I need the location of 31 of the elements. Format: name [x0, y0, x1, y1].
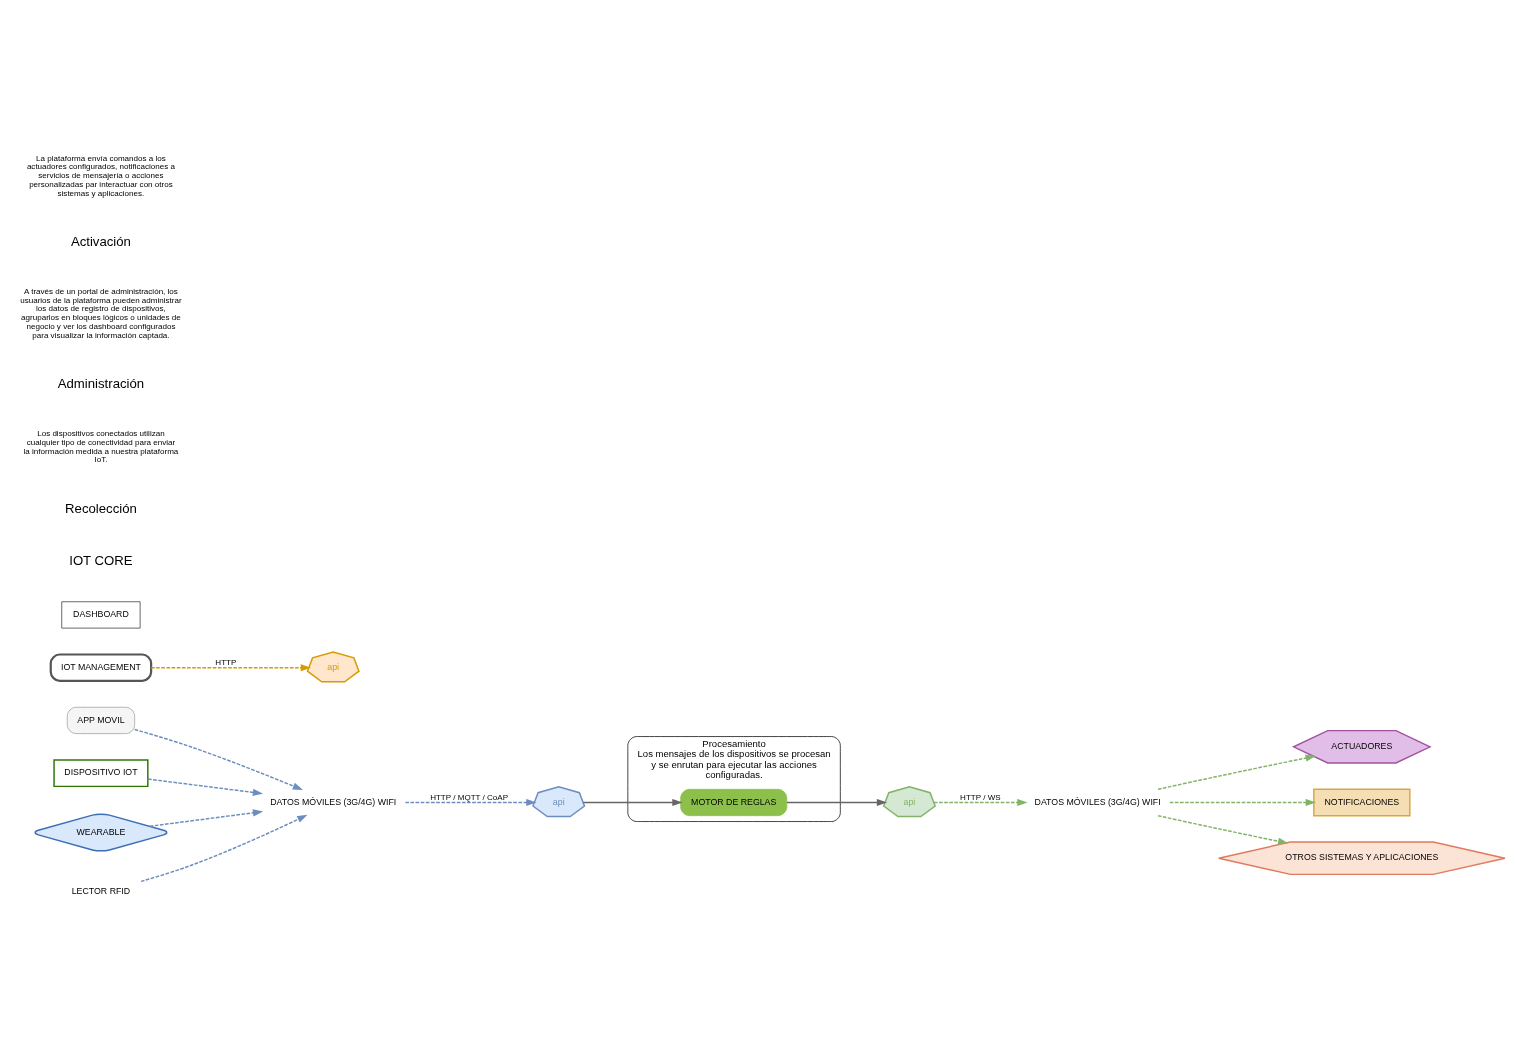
edge-label: HTTP — [215, 658, 237, 668]
node-text: LECTOR RFID — [71, 886, 131, 897]
arrow — [786, 798, 888, 807]
arrow — [1157, 754, 1316, 790]
label: A través de un portal de administración, los usuarios de la plataforma pueden administrar los datos de registro de dispositivos, agruparlos en bloques lógicos o unidades de negocio y ver los dashboard configurados para visualizar la información captada. — [20, 286, 182, 340]
node-box: DASHBOARD — [61, 601, 141, 629]
label: Activación — [70, 233, 131, 249]
arrow — [582, 798, 683, 807]
node-text: DATOS MÓVILES (3G/4G) WIFI — [1034, 796, 1161, 807]
arrow — [150, 664, 311, 672]
node-box: DISPOSITIVO IOT — [53, 759, 149, 788]
node-box: MOTOR DE REGLAS — [680, 788, 788, 817]
edge-label: HTTP / WS — [960, 793, 1001, 803]
label: IOT CORE — [69, 553, 133, 569]
arrow — [1157, 815, 1289, 845]
label: Administración — [57, 376, 145, 392]
node-box: IOT MANAGEMENT — [49, 653, 153, 682]
arrow — [404, 798, 537, 807]
arrow — [1169, 798, 1316, 807]
label: Recolección — [65, 500, 137, 516]
arrow — [133, 728, 303, 791]
edge-label: HTTP / MQTT / CoAP — [430, 793, 509, 803]
node-box: APP MOVIL — [66, 706, 135, 734]
label: Los dispositivos conectados utilizan cualquier tipo de conectividad para enviar la información medida a nuestra plataforma IoT. — [23, 429, 179, 465]
arrow — [147, 778, 264, 796]
arrow — [149, 809, 264, 827]
arrow — [933, 798, 1028, 807]
label: La plataforma envía comandos a los actuadores configurados, notificaciones a servicios de mensajería o acciones personalizadas par interactuar con otros sistemas y aplicaciones. — [26, 153, 175, 198]
arrow — [140, 814, 308, 883]
node-box: NOTIFICACIONES — [1313, 788, 1411, 817]
node-text: DATOS MÓVILES (3G/4G) WIFI — [270, 796, 397, 807]
